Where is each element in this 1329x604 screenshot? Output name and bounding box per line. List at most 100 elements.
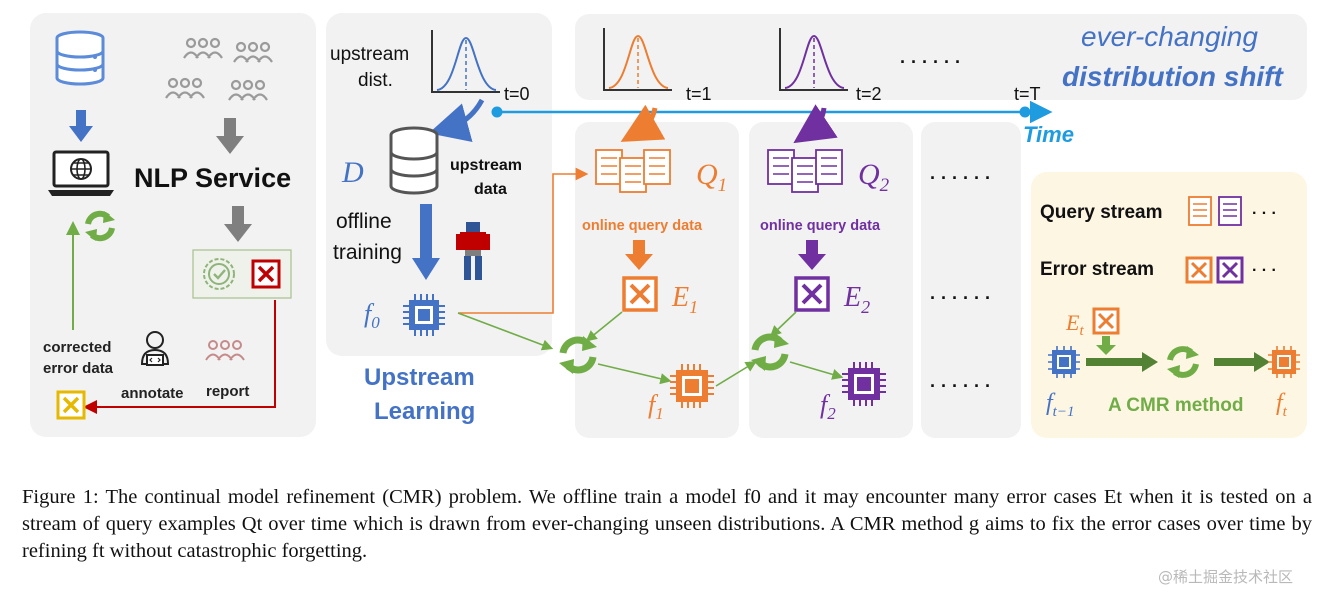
refine-icon-2 [751, 333, 789, 371]
refresh-icon [85, 210, 115, 242]
figure-caption: Figure 1: The continual model refinement… [22, 484, 1312, 565]
caption-label: Figure 1: [22, 486, 99, 508]
query-docs-icon-2 [767, 149, 843, 193]
nlp-service-label: NLP Service [134, 163, 291, 193]
error-stream-icons [1185, 256, 1244, 284]
upstream-panel [326, 13, 552, 356]
f0-to-refine1-line [457, 312, 554, 351]
Q1-label: Q1 [696, 158, 727, 196]
dots-row-2: · · · · · · [930, 288, 991, 308]
dots-row-3: · · · · · · [930, 376, 991, 396]
upstream-distribution-chart [431, 30, 500, 93]
D-label: D [341, 156, 364, 189]
shift-banner [575, 14, 1307, 100]
Et-error-icon [1092, 307, 1120, 335]
gray-down-arrow [216, 118, 244, 154]
caption-text: The continual model refinement (CMR) pro… [22, 486, 1312, 562]
f0-to-stream-line [458, 167, 589, 314]
E1-label: E1 [671, 282, 698, 317]
Et-down-arrow [1096, 336, 1116, 355]
f0-label: f0 [364, 299, 380, 332]
report-return-path [83, 300, 276, 414]
f-next-label: ft [1276, 390, 1288, 420]
refine-icon-1 [559, 336, 597, 374]
f-prev-chip-icon [1048, 346, 1080, 378]
f1-to-refine2-line [715, 361, 757, 387]
refine2-to-f2-line [789, 361, 844, 380]
t0-label: t=0 [504, 84, 530, 104]
dist-label-1: upstream [330, 44, 409, 65]
data-label-2: data [474, 181, 507, 198]
robot-icon [456, 222, 490, 280]
annotate-label: annotate [121, 385, 184, 402]
users-crowd-icon [165, 37, 273, 101]
cmr-diagram: NLP Service corrected error data annotat… [30, 13, 1307, 438]
annotator-icon [140, 331, 170, 366]
method-refresh-icon [1167, 346, 1199, 378]
Et-label: Et [1065, 310, 1084, 339]
reporters-icon [205, 340, 245, 361]
error-box-icon-1 [622, 276, 658, 312]
query-stream-icons [1188, 196, 1242, 226]
laptop-globe-icon [48, 150, 114, 196]
f0-chip-icon [403, 294, 445, 336]
dist-label-2: dist. [358, 70, 393, 91]
stream2-panel [749, 122, 913, 438]
tT-label: t=T [1014, 84, 1041, 104]
E1-to-refine1-line [585, 311, 623, 342]
corrected-label-2: error data [43, 360, 114, 377]
error-x-icon [251, 259, 281, 289]
Q2-label: Q2 [858, 158, 890, 196]
stream-dots-panel [921, 122, 1021, 438]
report-label: report [206, 383, 249, 400]
E2-label: E2 [843, 282, 870, 317]
t2-distribution-chart [779, 28, 848, 91]
f2-chip-icon [842, 362, 886, 406]
refine1-to-f1-line [597, 363, 672, 385]
t1-label: t=1 [686, 84, 712, 104]
offline-label-2: training [333, 241, 402, 264]
query-to-error-arrow-1 [625, 240, 653, 270]
verified-badge-icon [203, 258, 235, 290]
legend-panel [1031, 172, 1307, 438]
check-error-box [192, 249, 292, 299]
timeline-dots: · · · · · · [900, 52, 961, 72]
offline-train-arrow [412, 204, 440, 280]
t0-marker [491, 106, 503, 118]
error-stream-dots: · · · [1252, 262, 1277, 279]
cmr-method-label: A CMR method [1108, 395, 1243, 416]
corrected-error-icon [56, 390, 86, 420]
offline-label-1: offline [336, 210, 392, 233]
tT-marker [1019, 106, 1031, 118]
f1-label: f1 [648, 390, 664, 423]
service-panel [30, 13, 316, 437]
online-query-label-2: online query data [760, 218, 881, 234]
upstream-data-icon [389, 126, 439, 195]
t2-to-query-arrow [793, 104, 838, 144]
t1-distribution-chart [603, 28, 672, 91]
shift-label-2: distribution shift [1062, 61, 1285, 92]
method-arrow-1 [1086, 352, 1158, 372]
database-icon [55, 30, 105, 86]
error-stream-label: Error stream [1040, 259, 1154, 280]
upstream-section-label-2: Learning [374, 398, 475, 425]
method-arrow-2 [1214, 352, 1270, 372]
watermark: @稀土掘金技术社区 [1157, 568, 1293, 586]
upstream-section-label-1: Upstream [364, 364, 475, 391]
blue-down-arrow [69, 110, 93, 142]
data-label-1: upstream [450, 157, 522, 174]
shift-label-1: ever-changing [1081, 21, 1258, 52]
dots-row-1: · · · · · · [930, 168, 991, 188]
f2-label: f2 [820, 390, 836, 423]
dist-to-data-arrow [428, 98, 485, 143]
query-stream-dots: · · · [1252, 205, 1277, 222]
E2-to-refine2-line [769, 311, 797, 337]
f1-chip-icon [670, 364, 714, 408]
corrected-label-1: corrected [43, 339, 111, 356]
gray-down-arrow-2 [224, 206, 252, 242]
f-prev-label: ft−1 [1046, 390, 1074, 420]
query-to-error-arrow-2 [798, 240, 826, 270]
online-query-label-1: online query data [582, 218, 703, 234]
query-docs-icon-1 [595, 149, 671, 193]
query-stream-label: Query stream [1040, 202, 1163, 223]
